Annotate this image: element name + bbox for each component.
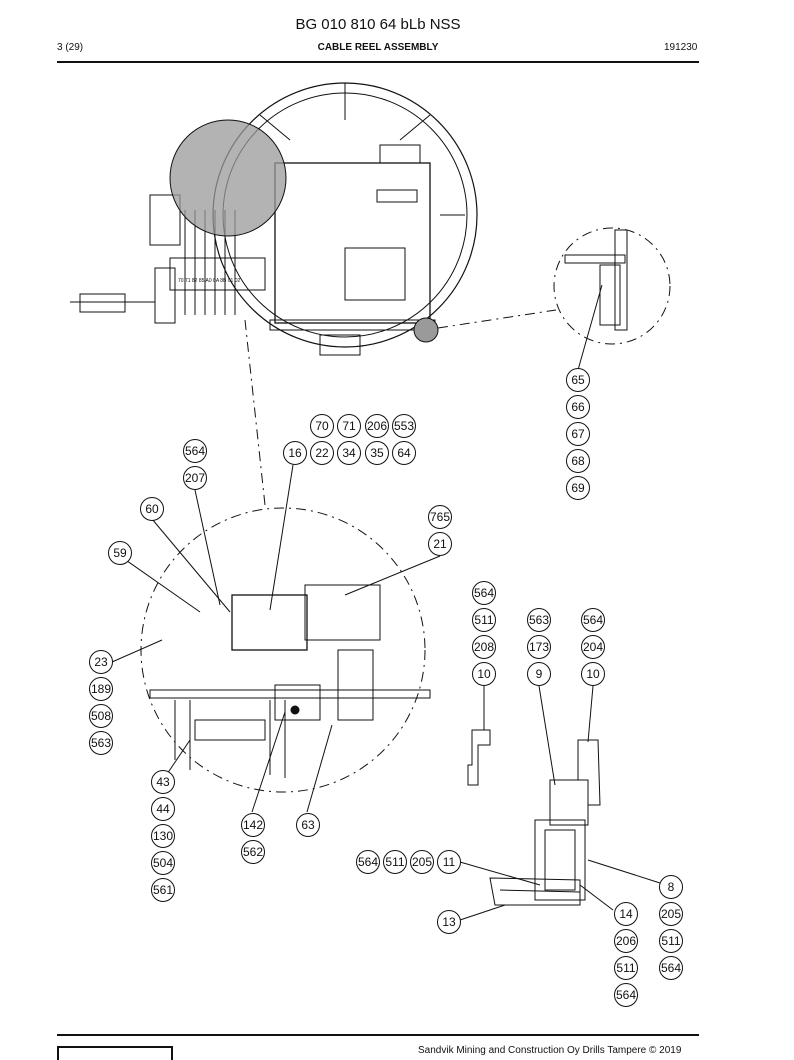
cabinet-door-panel	[344, 247, 406, 301]
balloon: 21	[428, 532, 452, 556]
balloon: 34	[337, 441, 361, 465]
document-title: BG 010 810 64 bLb NSS	[295, 16, 461, 33]
footer-rule	[57, 1034, 699, 1036]
balloon: 561	[151, 878, 175, 902]
balloon: 564	[614, 983, 638, 1007]
balloon: 9	[527, 662, 551, 686]
balloon: 16	[283, 441, 307, 465]
valve-block	[149, 194, 181, 246]
balloon: 562	[241, 840, 265, 864]
bracket-right	[577, 739, 601, 806]
balloon: 207	[183, 466, 207, 490]
valve-assembly	[304, 584, 381, 641]
company-logo	[57, 1046, 173, 1060]
footer-copyright: Sandvik Mining and Construction Oy Drill…	[418, 1045, 682, 1056]
bracket-center	[549, 779, 589, 826]
balloon: 35	[365, 441, 389, 465]
balloon: 10	[472, 662, 496, 686]
balloon: 69	[566, 476, 590, 500]
balloon: 206	[365, 414, 389, 438]
detail-b-circle	[553, 227, 671, 345]
section-title: CABLE REEL ASSEMBLY	[317, 42, 439, 53]
detail-b-highlight	[413, 317, 439, 343]
balloon: 10	[581, 662, 605, 686]
balloon: 511	[472, 608, 496, 632]
balloon: 511	[614, 956, 638, 980]
balloon: 564	[659, 956, 683, 980]
balloon: 8	[659, 875, 683, 899]
balloon: 564	[356, 850, 380, 874]
balloon: 504	[151, 851, 175, 875]
balloon: 14	[614, 902, 638, 926]
header-rule	[57, 61, 699, 63]
balloon: 23	[89, 650, 113, 674]
balloon: 22	[310, 441, 334, 465]
balloon: 44	[151, 797, 175, 821]
balloon: 65	[566, 368, 590, 392]
balloon: 511	[383, 850, 407, 874]
balloon: 204	[581, 635, 605, 659]
balloon: 508	[89, 704, 113, 728]
balloon: 511	[659, 929, 683, 953]
balloon: 11	[437, 850, 461, 874]
balloon: 208	[472, 635, 496, 659]
balloon: 564	[183, 439, 207, 463]
balloon: 13	[437, 910, 461, 934]
base-plate	[489, 877, 581, 906]
balloon: 563	[527, 608, 551, 632]
balloon: 68	[566, 449, 590, 473]
date-code: 191230	[664, 42, 698, 53]
svg-text:70 71 82 85 A0 8A 8B 01 02: 70 71 82 85 A0 8A 8B 01 02	[178, 278, 240, 284]
balloon: 564	[581, 608, 605, 632]
balloon: 130	[151, 824, 175, 848]
balloon: 71	[337, 414, 361, 438]
balloon: 189	[89, 677, 113, 701]
page-number: 3 (29)	[57, 42, 84, 53]
balloon: 63	[296, 813, 320, 837]
balloon: 70	[310, 414, 334, 438]
balloon: 206	[614, 929, 638, 953]
balloon: 60	[140, 497, 164, 521]
balloon: 67	[566, 422, 590, 446]
balloon: 142	[241, 813, 265, 837]
balloon: 205	[410, 850, 434, 874]
detail-a-highlight	[169, 119, 287, 237]
balloon: 66	[566, 395, 590, 419]
balloon: 64	[392, 441, 416, 465]
housing-assembly	[534, 819, 586, 901]
balloon: 564	[472, 581, 496, 605]
control-cabinet	[274, 162, 431, 324]
detail-a-circle	[140, 507, 426, 793]
balloon: 765	[428, 505, 452, 529]
balloon: 553	[392, 414, 416, 438]
balloon: 205	[659, 902, 683, 926]
balloon: 563	[89, 731, 113, 755]
balloon: 43	[151, 770, 175, 794]
hydraulic-manifold	[231, 594, 308, 651]
bracket-left	[467, 729, 491, 786]
balloon: 59	[108, 541, 132, 565]
balloon: 173	[527, 635, 551, 659]
